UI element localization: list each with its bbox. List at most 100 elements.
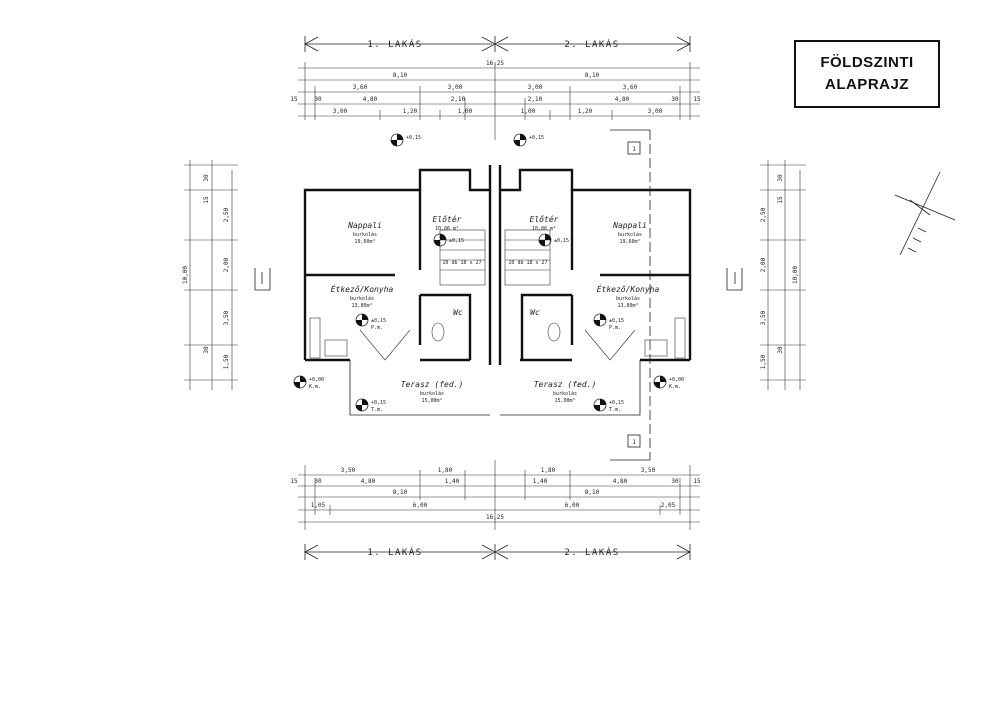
bottom-dim-r4-4: 2,05 <box>661 502 676 509</box>
left-dim-p3: 3,50 <box>223 310 230 325</box>
top-dim-r4-4: 1,00 <box>521 108 536 115</box>
left-dim-p2: 2,00 <box>223 257 230 272</box>
level-u2-porch: +0,15 <box>529 135 544 141</box>
level-u2-terrace-sub: T.m. <box>609 407 621 413</box>
bottom-dim-total: 16,25 <box>486 514 504 521</box>
u1-stair-note: 10 db 18 x 27 <box>442 260 481 266</box>
right-dim-total: 10,00 <box>792 266 799 284</box>
u1-etkezo: Étkező/Konyha <box>331 283 394 294</box>
top-dim-r3-4: 4,80 <box>615 96 630 103</box>
u2-terasz-sub: burkolás <box>553 390 577 397</box>
bottom-dim-small-4: 15 <box>693 478 701 485</box>
bottom-dim-r4-3: 6,00 <box>565 502 580 509</box>
level-u1-kitchen: ±0,15 <box>371 318 386 324</box>
drawing-title-line2: ALAPRAJZ <box>824 76 909 93</box>
u1-etkezo-area: 13,80m² <box>351 303 372 309</box>
right-dim-s2: 15 <box>777 196 784 204</box>
top-banner-unit-1: 1. LAKÁS <box>367 38 422 50</box>
level-u1-terrace: +0,15 <box>371 400 386 406</box>
top-dim-small-2: 30 <box>314 96 322 103</box>
right-dim-p3: 3,50 <box>760 310 767 325</box>
left-side-dimensions: 10,00 2,50 2,00 3,50 1,50 30 15 30 <box>182 160 238 390</box>
u2-etkezo-sub: burkolás <box>616 295 640 302</box>
section-markers: 1 1 <box>627 141 641 448</box>
u2-etkezo: Étkező/Konyha <box>597 283 660 294</box>
top-dimension-chains: 16,25 8,10 8,10 3,60 3,00 3,00 3,60 4,80… <box>290 60 701 140</box>
u1-eloter: Előtér <box>433 214 462 224</box>
u2-terasz-area: 15,00m² <box>554 398 575 404</box>
top-dim-small-1: 15 <box>290 96 298 103</box>
level-u2-outside-sub: K.m. <box>669 384 681 390</box>
u2-nappali-area: 19,60m² <box>619 239 640 245</box>
level-u2-terrace: +0,15 <box>609 400 624 406</box>
top-unit-banner: 1. LAKÁS 2. LAKÁS <box>304 36 691 52</box>
drawing-title-box: FÖLDSZINTI ALAPRAJZ <box>794 40 940 108</box>
bottom-dim-r3-4: 4,80 <box>613 478 628 485</box>
unit-2-room-labels: Nappali burkolás 19,60m² Előtér 10,86 m²… <box>508 214 659 404</box>
level-u2-kitchen: ±0,15 <box>609 318 624 324</box>
drawing-title-line1: FÖLDSZINTI <box>820 54 914 71</box>
u2-etkezo-area: 13,80m² <box>617 303 638 309</box>
top-dim-half-1: 8,10 <box>393 72 408 79</box>
bottom-dim-r3-1: 4,80 <box>361 478 376 485</box>
top-dim-r2-4: 3,60 <box>623 84 638 91</box>
bottom-dim-r3-2: 1,40 <box>445 478 460 485</box>
top-dim-r2-1: 3,60 <box>353 84 368 91</box>
top-dim-small-4: 15 <box>693 96 701 103</box>
bottom-dim-half-1: 8,10 <box>393 489 408 496</box>
u1-eloter-area: 10,86 m² <box>435 226 459 232</box>
bottom-dim-r2-4: 3,50 <box>641 467 656 474</box>
bottom-banner-unit-1: 1. LAKÁS <box>367 546 422 558</box>
top-dim-r4-5: 1,20 <box>578 108 593 115</box>
level-u2-outside: +0,00 <box>669 377 684 383</box>
top-dim-r2-2: 3,00 <box>448 84 463 91</box>
right-dim-p1: 2,50 <box>760 207 767 222</box>
bottom-dim-half-2: 8,10 <box>585 489 600 496</box>
right-side-dimensions: 10,00 2,50 2,00 3,50 1,50 30 15 30 <box>760 160 806 390</box>
bottom-dim-r4-2: 6,00 <box>413 502 428 509</box>
left-dim-total: 10,00 <box>182 266 189 284</box>
left-dim-p1: 2,50 <box>223 207 230 222</box>
right-dim-p2: 2,00 <box>760 257 767 272</box>
u1-terasz: Terasz (fed.) <box>401 380 464 389</box>
u2-nappali-sub: burkolás <box>618 231 642 238</box>
north-arrow-icon <box>894 171 956 256</box>
section-mark-top: 1 <box>632 146 636 153</box>
top-dim-r4-6: 3,00 <box>648 108 663 115</box>
u1-nappali-sub: burkolás <box>353 231 377 238</box>
u2-nappali: Nappali <box>612 221 647 230</box>
top-dim-half-2: 8,10 <box>585 72 600 79</box>
top-banner-unit-2: 2. LAKÁS <box>564 38 619 50</box>
bottom-banner-unit-2: 2. LAKÁS <box>564 546 619 558</box>
right-dim-p4: 1,50 <box>760 354 767 369</box>
bottom-dim-small-2: 30 <box>314 478 322 485</box>
left-dim-s1: 30 <box>203 174 210 182</box>
u1-wc: Wc <box>453 308 463 317</box>
bottom-dim-r2-3: 1,80 <box>541 467 556 474</box>
left-dim-s3: 30 <box>203 346 210 354</box>
bottom-dim-r4-1: 1,05 <box>311 502 326 509</box>
level-u1-porch: +0,15 <box>406 135 421 141</box>
level-u1-outside: +0,00 <box>309 377 324 383</box>
top-dim-r2-3: 3,00 <box>528 84 543 91</box>
u1-terasz-sub: burkolás <box>420 390 444 397</box>
level-u1-terrace-sub: T.m. <box>371 407 383 413</box>
bottom-dim-small-3: 30 <box>671 478 679 485</box>
u2-terasz: Terasz (fed.) <box>534 380 597 389</box>
right-dim-s1: 30 <box>777 174 784 182</box>
u2-eloter: Előtér <box>530 214 559 224</box>
top-dim-r3-3: 2,10 <box>528 96 543 103</box>
u2-stair-note: 10 db 18 x 27 <box>508 260 547 266</box>
building-walls <box>303 129 692 461</box>
right-dim-s3: 30 <box>777 346 784 354</box>
section-mark-bottom: 1 <box>632 439 636 446</box>
bottom-dimension-chains: 3,50 1,80 1,80 3,50 4,80 1,40 1,40 4,80 … <box>290 460 701 530</box>
bottom-dim-r3-3: 1,40 <box>533 478 548 485</box>
level-u1-kitchen-sub: P.m. <box>371 325 383 331</box>
elevation-markers <box>254 268 743 291</box>
level-u1-entry: ±0,15 <box>449 238 464 244</box>
top-dim-r4-2: 1,20 <box>403 108 418 115</box>
u1-nappali: Nappali <box>347 221 382 230</box>
u2-eloter-area: 10,86 m² <box>532 226 556 232</box>
